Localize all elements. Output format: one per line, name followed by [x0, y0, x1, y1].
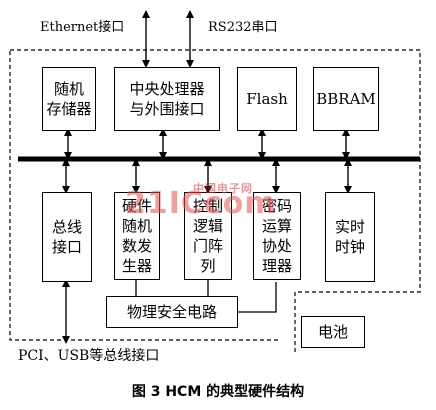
external-bus-label: PCI、USB等总线接口 — [18, 348, 160, 364]
ram-box: 随机 存储器 — [42, 67, 96, 131]
figure-caption: 图 3 HCM 的典型硬件结构 — [131, 384, 305, 400]
crypto-coprocessor-box: 密码 运算 协处 理器 — [253, 192, 301, 280]
security-circuit-box: 物理安全电路 — [106, 296, 238, 328]
rng-box: 硬件 随机 数发 生器 — [114, 192, 160, 280]
security-line-right — [237, 282, 277, 313]
bus-interface-box: 总线 接口 — [42, 192, 92, 282]
cpu-box: 中央处理器 与外围接口 — [114, 67, 220, 131]
watermark: 21ICcom 中国电子网 — [125, 182, 277, 221]
battery-box: 电池 — [301, 316, 365, 348]
enclosure-dashed-border — [9, 49, 421, 355]
watermark-sub: 中国电子网 — [193, 182, 253, 195]
rtc-box: 实时 时钟 — [325, 192, 375, 282]
logic-array-box: 控制 逻辑 门阵 列 — [184, 192, 232, 280]
flash-box: Flash — [237, 67, 297, 131]
rs232-label: RS232串口 — [208, 20, 278, 35]
watermark-main: 21ICcom — [125, 186, 277, 221]
bbram-box: BBRAM — [313, 67, 379, 131]
ethernet-label: Ethernet接口 — [40, 20, 125, 35]
